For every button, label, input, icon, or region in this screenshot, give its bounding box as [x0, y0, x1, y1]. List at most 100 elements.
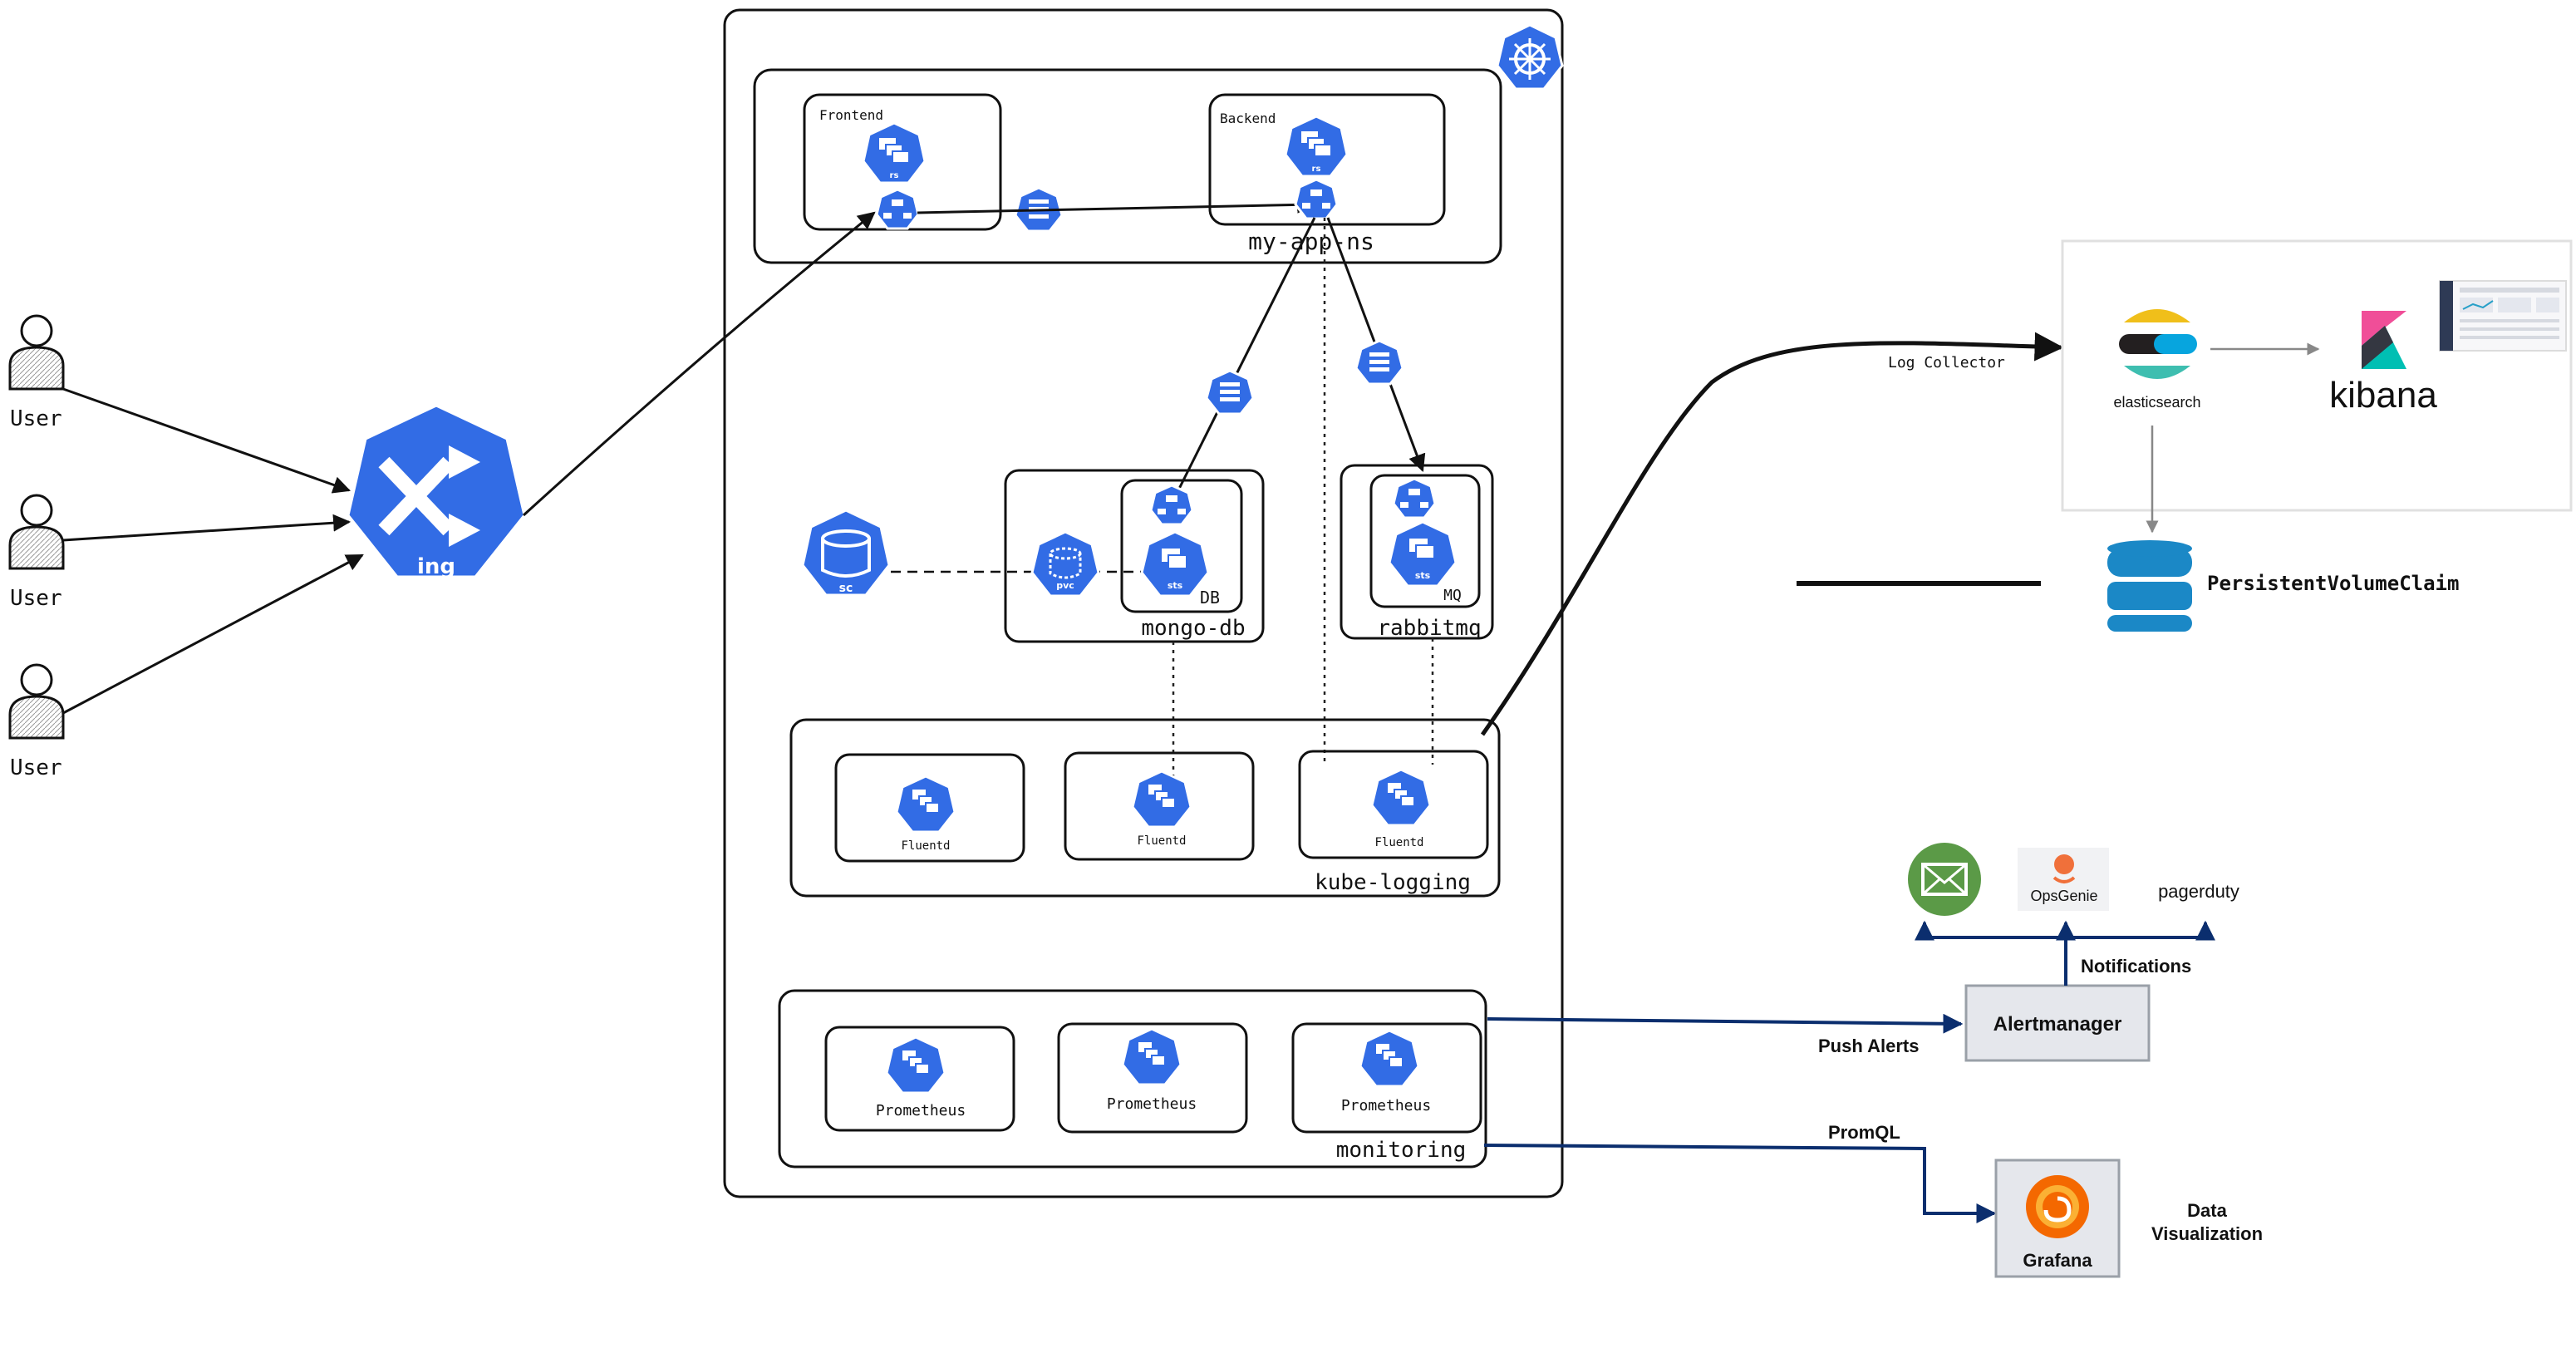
- fluentd-label: Fluentd: [901, 839, 950, 853]
- frontend-replicaset-icon: rs: [862, 121, 927, 184]
- prometheus-label: Prometheus: [1341, 1097, 1431, 1114]
- rabbitmq-service-icon: [1392, 477, 1437, 519]
- prometheus-agent: Prometheus: [1291, 1022, 1482, 1134]
- daemonset-icon: [1121, 1027, 1182, 1086]
- opsgenie-logo: OpsGenie: [2018, 848, 2109, 911]
- log-collector-arrow: [1480, 332, 2064, 736]
- configmap-icon: [1205, 369, 1255, 416]
- backend-replicaset-icon: rs: [1284, 115, 1349, 178]
- namespace-label: monitoring: [1336, 1138, 1467, 1163]
- user-label: User: [10, 406, 62, 431]
- configmap-icon: [1354, 339, 1404, 386]
- db-label: DB: [1200, 588, 1220, 608]
- ingress-label: ing: [417, 554, 455, 579]
- user-icon: [8, 314, 65, 391]
- ingress-icon: [347, 404, 526, 578]
- user-3: User: [8, 663, 65, 780]
- elasticsearch-label: elasticsearch: [2113, 394, 2200, 411]
- notify-pagerduty-arrow: [2066, 920, 2215, 941]
- pagerduty-logo: pagerduty: [2158, 881, 2239, 902]
- kibana-label: kibana: [2329, 375, 2437, 416]
- kibana-icon: [2362, 311, 2406, 369]
- svg-text:sts: sts: [1168, 580, 1183, 591]
- data-visualization-label-line1: Data: [2187, 1200, 2227, 1221]
- backend-label: Backend: [1220, 111, 1276, 126]
- namespace-rabbitmq: [1340, 464, 1494, 640]
- frontend-service-icon: [875, 188, 920, 230]
- svg-text:rs: rs: [1312, 165, 1321, 174]
- database-icon: [2107, 540, 2192, 632]
- svg-text:pvc: pvc: [1056, 580, 1074, 591]
- pvc-icon: pvc: [1030, 530, 1100, 598]
- kibana-dashboard-thumbnail: [2439, 280, 2567, 352]
- user-to-ingress-arrow: [62, 387, 351, 494]
- user-icon: [8, 494, 65, 570]
- prometheus-label: Prometheus: [876, 1102, 966, 1119]
- data-visualization-label-line2: Visualization: [2151, 1223, 2263, 1244]
- email-icon: [1908, 843, 1981, 916]
- namespace-monitoring: [778, 989, 1487, 1168]
- user-to-ingress-arrow: [62, 554, 364, 715]
- notify-email-arrow: [1915, 920, 2067, 986]
- fluentd-label: Fluentd: [1374, 836, 1423, 849]
- fluentd-agent: Fluentd: [1064, 751, 1255, 861]
- user-icon: [8, 663, 65, 740]
- fluentd-agent: Fluentd: [1298, 750, 1489, 859]
- rabbitmq-statefulset-icon: sts: [1388, 520, 1458, 588]
- alertmanager-label: Alertmanager: [1993, 1013, 2122, 1036]
- prometheus-label: Prometheus: [1107, 1095, 1197, 1113]
- daemonset-icon: [1359, 1029, 1420, 1088]
- elasticsearch-icon: [2119, 309, 2197, 379]
- namespace-kube-logging: [789, 718, 1501, 898]
- user-label: User: [10, 755, 62, 780]
- frontend-label: Frontend: [819, 107, 883, 123]
- user-2: User: [8, 494, 65, 611]
- user-label: User: [10, 586, 62, 611]
- svg-text:rs: rs: [890, 171, 899, 180]
- svg-text:sts: sts: [1415, 570, 1431, 581]
- daemonset-icon: [1131, 770, 1192, 829]
- mq-label: MQ: [1443, 587, 1462, 604]
- namespace-mongo-db: [1004, 469, 1265, 643]
- pvc-label: PersistentVolumeClaim: [2207, 572, 2459, 595]
- db-box: [1120, 479, 1243, 613]
- user-1: User: [8, 314, 65, 431]
- backend-service-icon: [1294, 178, 1339, 220]
- ingress-node: ing: [347, 404, 526, 579]
- namespace-label: rabbitmq: [1377, 616, 1481, 641]
- daemonset-icon: [895, 775, 956, 834]
- daemonset-icon: [1370, 768, 1432, 827]
- ingress-to-frontend-arrow: [522, 211, 876, 517]
- kubernetes-icon: [1496, 23, 1564, 91]
- mq-box: [1369, 474, 1481, 608]
- namespace-label: mongo-db: [1141, 616, 1245, 641]
- alertmanager-box: [1964, 984, 2151, 1062]
- promql-label: PromQL: [1828, 1122, 1900, 1143]
- promql-arrow: [1483, 1144, 1997, 1223]
- backend-to-mongo-arrow: [1168, 217, 1316, 509]
- mongo-service-icon: [1149, 484, 1194, 526]
- fluentd-agent: Fluentd: [834, 753, 1025, 863]
- user-to-ingress-arrow: [62, 514, 351, 542]
- cluster-boundary: [723, 8, 1564, 1198]
- notifications-label: Notifications: [2081, 956, 2191, 977]
- grafana-label: Grafana: [2023, 1250, 2092, 1271]
- mongo-statefulset-icon: sts: [1140, 530, 1210, 598]
- storage-class-icon: sc: [801, 509, 891, 597]
- namespace-my-app-ns: [753, 68, 1502, 264]
- push-alerts-arrow: [1487, 1013, 1964, 1034]
- opsgenie-label: OpsGenie: [2030, 888, 2097, 904]
- prometheus-agent: Prometheus: [1057, 1022, 1248, 1134]
- fluentd-label: Fluentd: [1137, 834, 1186, 848]
- frontend-to-backend-arrow: [917, 195, 1315, 214]
- svg-text:sc: sc: [839, 582, 853, 595]
- prometheus-agent: Prometheus: [824, 1026, 1015, 1132]
- daemonset-icon: [885, 1036, 946, 1095]
- backend-box: [1208, 93, 1446, 226]
- grafana-icon: [2026, 1175, 2089, 1238]
- push-alerts-label: Push Alerts: [1818, 1036, 1919, 1056]
- log-collector-label: Log Collector: [1888, 354, 2005, 371]
- namespace-label: my-app-ns: [1248, 228, 1374, 255]
- namespace-label: kube-logging: [1315, 870, 1471, 895]
